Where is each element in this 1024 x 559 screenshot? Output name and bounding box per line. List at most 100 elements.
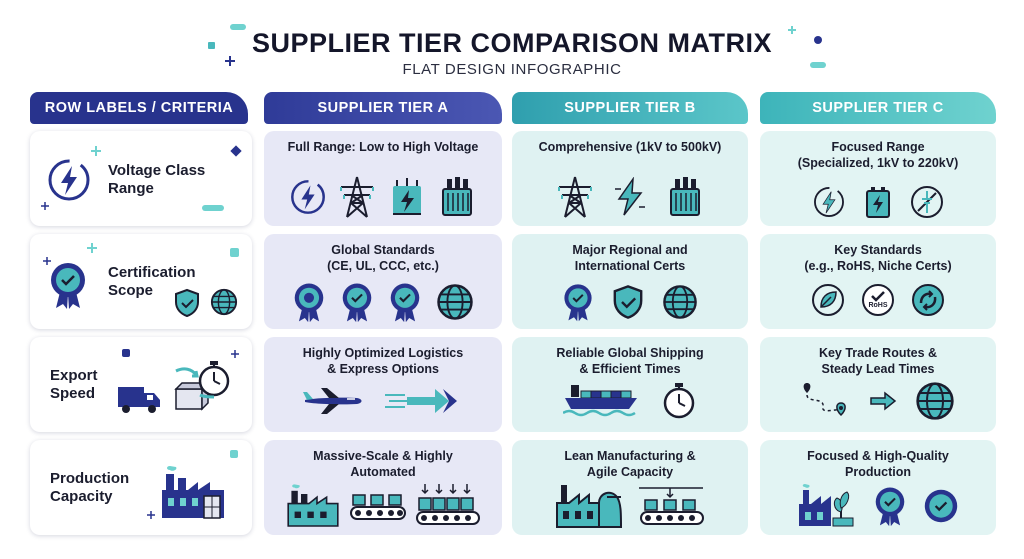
row-label-line2: Range xyxy=(108,180,154,197)
column-header-criteria: ROW LABELS / CRITERIA xyxy=(30,92,248,124)
conveyor-belt-icon xyxy=(639,484,705,528)
rohs-label: RoHS xyxy=(868,302,888,309)
globe-icon xyxy=(662,284,698,320)
factory-icon xyxy=(555,483,627,529)
row-label-line1: Production xyxy=(50,470,130,487)
cell-certification-tier-c: Key Standards(e.g., RoHS, Niche Certs) R… xyxy=(760,234,996,329)
decoration xyxy=(230,349,240,359)
delivery-truck-icon xyxy=(116,383,162,415)
cell-certification-tier-a: Global Standards(CE, UL, CCC, etc.) xyxy=(264,234,502,329)
cell-voltage-tier-b: Comprehensive (1kV to 500kV) xyxy=(512,131,748,226)
row-label-line1: Export xyxy=(50,367,98,384)
decoration xyxy=(206,22,266,68)
stopwatch-icon xyxy=(661,381,697,421)
cell-line1: Major Regional and xyxy=(572,243,688,257)
decoration xyxy=(42,256,52,266)
cell-line1: Highly Optimized Logistics xyxy=(302,346,464,360)
cell-line1: Focused & High-Quality xyxy=(807,449,949,463)
cell-production-tier-b: Lean Manufacturing &Agile Capacity xyxy=(512,440,748,535)
factory-icon xyxy=(158,466,228,520)
cell-line2: (CE, UL, CCC, etc.) xyxy=(327,258,439,273)
cell-voltage-tier-a: Full Range: Low to High Voltage xyxy=(264,131,502,226)
cell-line1: Global Standards xyxy=(331,243,435,257)
decoration xyxy=(122,349,132,359)
cell-line1: Comprehensive (1kV to 500kV) xyxy=(538,140,722,154)
cargo-ship-icon xyxy=(563,383,639,419)
row-label-line2: Capacity xyxy=(50,488,113,505)
lightning-circle-icon xyxy=(812,185,846,219)
stopwatch-icon xyxy=(196,359,232,399)
conveyor-belt-icon xyxy=(415,484,481,528)
decoration xyxy=(146,510,156,520)
conveyor-belt-icon xyxy=(349,489,407,523)
cell-line2: International Certs xyxy=(574,258,686,273)
airplane-icon xyxy=(303,386,365,416)
cell-line1: Massive-Scale & Highly xyxy=(313,449,453,463)
cell-line2: Automated xyxy=(350,464,416,479)
page-subtitle: FLAT DESIGN INFOGRAPHIC xyxy=(402,61,622,78)
award-badge-icon xyxy=(562,282,594,322)
row-label-line2: Scope xyxy=(108,282,154,299)
cell-line1: Key Standards xyxy=(834,243,922,257)
cell-line1: Focused Range xyxy=(831,140,925,154)
decoration xyxy=(230,248,240,258)
award-badge-icon xyxy=(873,485,907,527)
cell-export-tier-a: Highly Optimized Logistics& Express Opti… xyxy=(264,337,502,432)
globe-icon xyxy=(915,381,955,421)
award-badge-icon xyxy=(340,281,374,323)
switch-circle-icon xyxy=(910,185,944,219)
decoration xyxy=(202,205,226,213)
row-label-line2: Speed xyxy=(50,385,96,402)
transformer-icon xyxy=(665,175,705,219)
cell-line2: & Efficient Times xyxy=(579,361,681,376)
cell-line1: Full Range: Low to High Voltage xyxy=(287,140,479,154)
decoration xyxy=(230,450,240,460)
cell-voltage-tier-c: Focused Range(Specialized, 1kV to 220kV) xyxy=(760,131,996,226)
row-label-line1: Voltage Class xyxy=(108,162,206,179)
decoration xyxy=(90,145,102,157)
lightning-circle-icon xyxy=(289,178,327,216)
decoration xyxy=(40,201,50,211)
surge-arrester-icon xyxy=(387,176,427,218)
award-badge-icon xyxy=(388,281,422,323)
award-badge-icon xyxy=(923,487,959,525)
globe-icon xyxy=(436,283,474,321)
cell-line1: Lean Manufacturing & xyxy=(564,449,696,463)
shield-check-icon xyxy=(612,284,644,320)
fast-arrow-icon xyxy=(383,387,463,415)
decoration xyxy=(86,242,98,254)
rohs-badge-icon: RoHS xyxy=(861,283,895,317)
column-header-tier-c: SUPPLIER TIER C xyxy=(760,92,996,124)
transformer-icon xyxy=(437,175,477,219)
cell-line2: & Express Options xyxy=(327,361,439,376)
globe-icon xyxy=(210,288,238,316)
decoration xyxy=(230,145,242,157)
lightning-bolt-icon xyxy=(613,177,647,217)
lightning-circle-icon xyxy=(46,157,92,203)
factory-icon xyxy=(797,484,857,528)
page-title: SUPPLIER TIER COMPARISON MATRIX xyxy=(251,28,773,58)
cell-line2: (e.g., RoHS, Niche Certs) xyxy=(804,258,952,273)
cell-line1: Reliable Global Shipping xyxy=(556,346,704,360)
shield-check-icon xyxy=(174,288,200,318)
cell-line2: Steady Lead Times xyxy=(821,361,935,376)
factory-icon xyxy=(285,484,341,528)
cell-export-tier-b: Reliable Global Shipping& Efficient Time… xyxy=(512,337,748,432)
transmission-tower-icon xyxy=(555,175,595,219)
recycle-circle-icon xyxy=(911,283,945,317)
column-header-tier-b: SUPPLIER TIER B xyxy=(512,92,748,124)
transmission-tower-icon xyxy=(337,175,377,219)
cell-export-tier-c: Key Trade Routes &Steady Lead Times xyxy=(760,337,996,432)
award-badge-icon xyxy=(48,260,88,310)
leaf-circle-icon xyxy=(811,283,845,317)
arrow-right-icon xyxy=(869,391,897,411)
battery-bolt-icon xyxy=(864,185,892,219)
cell-line2: (Specialized, 1kV to 220kV) xyxy=(797,155,959,170)
